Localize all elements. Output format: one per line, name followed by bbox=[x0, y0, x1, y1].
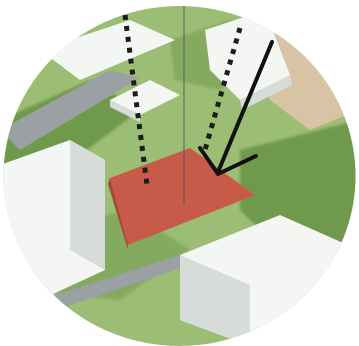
building-left-side bbox=[70, 140, 105, 270]
